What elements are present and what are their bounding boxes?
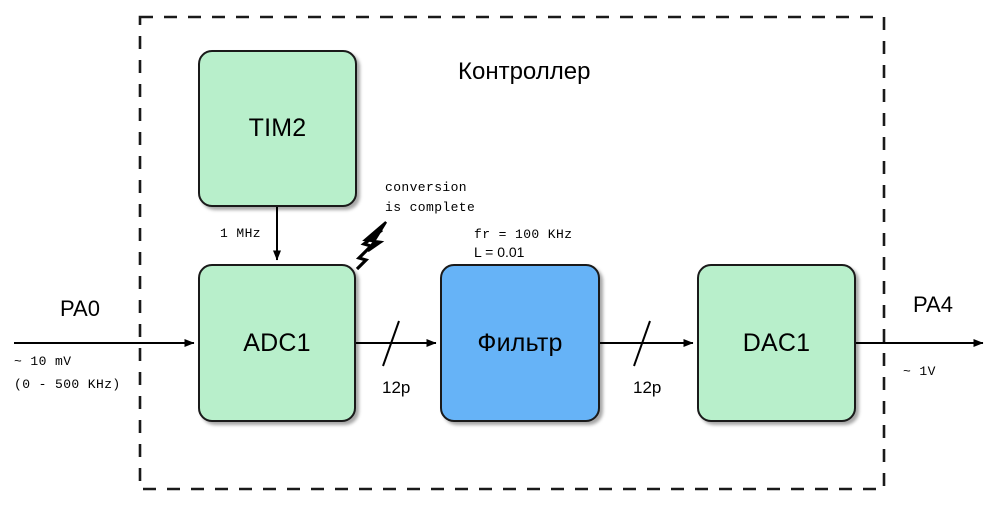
filter-l-label: L = 0.01: [474, 244, 525, 260]
node-dac1[interactable]: DAC1: [697, 264, 856, 422]
bus-width-slash-icon: [633, 320, 651, 367]
bus-width-label-adc-filter: 12p: [382, 378, 411, 397]
node-dac1-label: DAC1: [742, 328, 811, 357]
interrupt-note-line1: conversion: [385, 180, 468, 195]
bus-width-label-filter-dac: 12p: [633, 378, 662, 397]
node-adc1-label: ADC1: [243, 328, 311, 357]
input-amplitude-label: ~ 10 mV: [14, 354, 72, 369]
clock-frequency-label: 1 MHz: [220, 226, 262, 241]
interrupt-note-line2: is complete: [385, 200, 476, 215]
controller-boundary: [138, 15, 886, 491]
node-adc1[interactable]: ADC1: [198, 264, 356, 422]
node-filter[interactable]: Фильтр: [440, 264, 600, 422]
input-bandwidth-label: (0 - 500 KHz): [14, 377, 121, 392]
output-amplitude-label: ~ 1V: [903, 364, 936, 379]
output-port-label: PA4: [913, 292, 953, 317]
input-port-label: PA0: [60, 296, 100, 321]
node-filter-label: Фильтр: [477, 328, 563, 357]
lightning-bolt-arrow-icon: [355, 221, 388, 271]
node-tim2[interactable]: TIM2: [198, 50, 357, 207]
diagram-title: Контроллер: [458, 58, 591, 85]
node-tim2-label: TIM2: [248, 114, 307, 142]
bus-width-slash-icon: [382, 320, 400, 367]
filter-cutoff-label: fr = 100 KHz: [474, 227, 573, 242]
